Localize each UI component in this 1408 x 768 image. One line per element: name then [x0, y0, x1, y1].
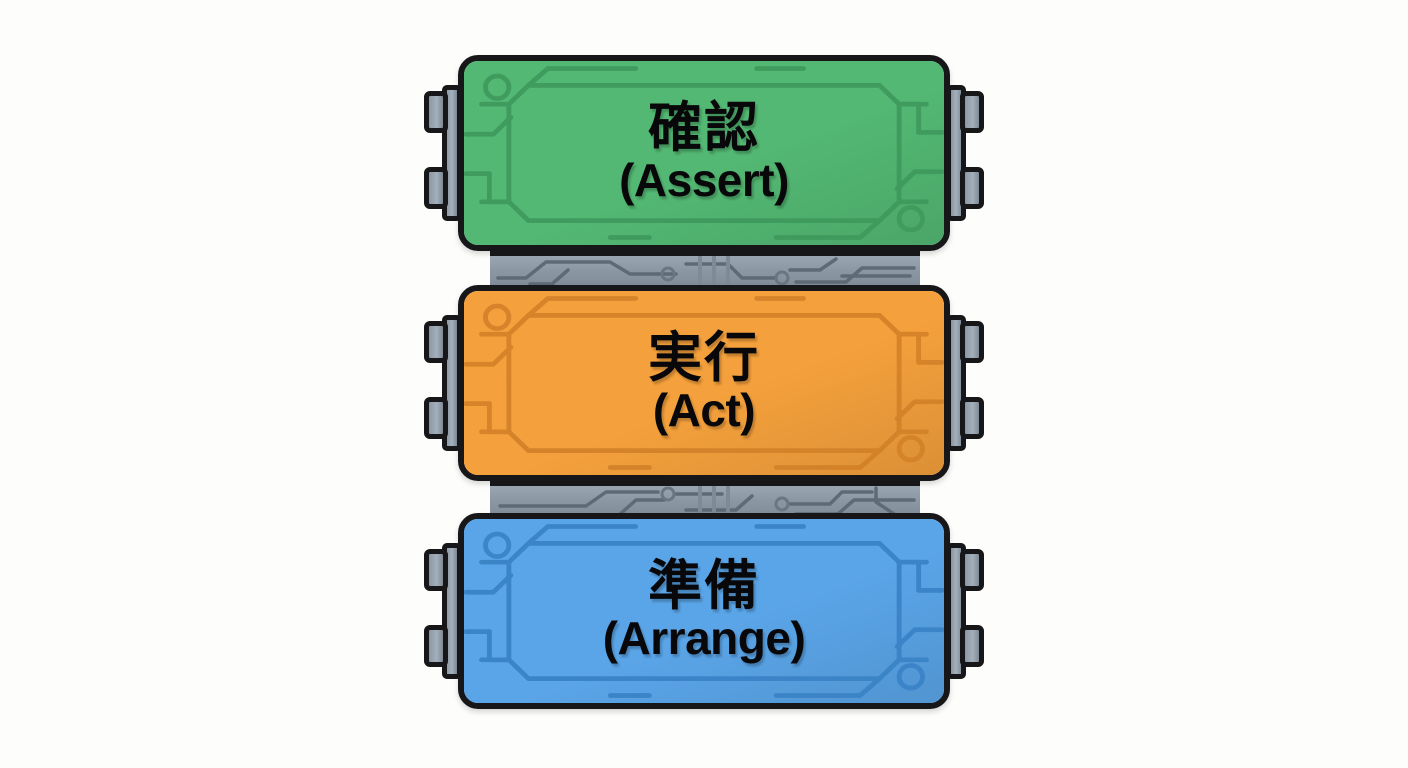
connector-tab-left-top	[424, 549, 448, 591]
circuit-traces-icon	[464, 66, 944, 240]
connector-tab-left-top	[424, 321, 448, 363]
circuit-traces-icon	[464, 524, 944, 698]
module-stack: 確認 (Assert)	[424, 55, 984, 710]
connector-tab-right-top	[960, 549, 984, 591]
circuit-trace-connector-icon	[496, 256, 916, 288]
module-body-assert[interactable]: 確認 (Assert)	[458, 55, 950, 251]
connector-tab-left-top	[424, 91, 448, 133]
module-assert[interactable]: 確認 (Assert)	[424, 55, 984, 251]
circuit-traces-icon	[464, 296, 944, 470]
module-body-act[interactable]: 実行 (Act)	[458, 285, 950, 481]
module-fill	[464, 61, 944, 245]
connector-tab-left-bottom	[424, 167, 448, 209]
connector-tab-left-bottom	[424, 397, 448, 439]
connector-tab-left-bottom	[424, 625, 448, 667]
connector-tab-right-top	[960, 91, 984, 133]
module-act[interactable]: 実行 (Act)	[424, 285, 984, 481]
module-fill	[464, 291, 944, 475]
module-arrange[interactable]: 準備 (Arrange)	[424, 513, 984, 709]
connector-tab-right-top	[960, 321, 984, 363]
connector-tab-right-bottom	[960, 167, 984, 209]
connector-tab-right-bottom	[960, 397, 984, 439]
module-body-arrange[interactable]: 準備 (Arrange)	[458, 513, 950, 709]
module-fill	[464, 519, 944, 703]
connector-tab-right-bottom	[960, 625, 984, 667]
